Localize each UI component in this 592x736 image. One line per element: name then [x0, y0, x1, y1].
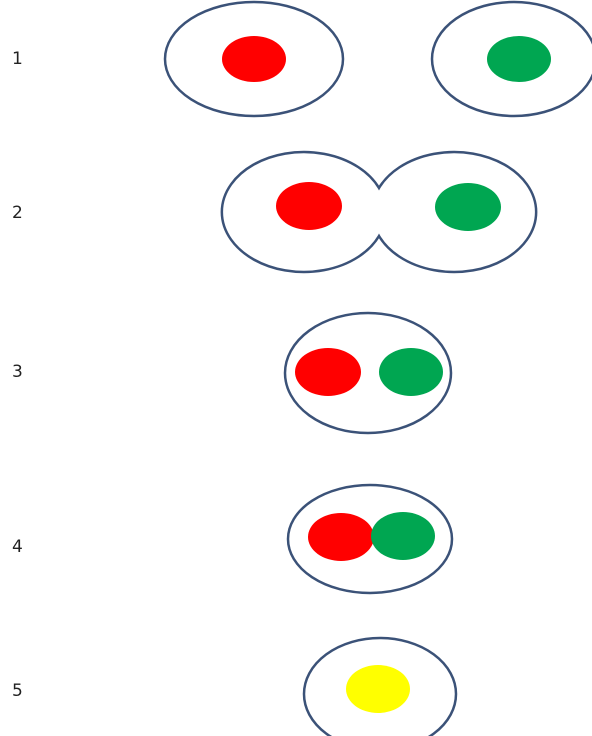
- step-5: 5: [12, 636, 458, 736]
- green-nucleus: [371, 512, 435, 560]
- step-label-5: 5: [12, 681, 23, 701]
- step-label-3: 3: [12, 362, 23, 382]
- green-nucleus: [379, 348, 443, 396]
- red-nucleus: [222, 36, 286, 82]
- step-label-2: 2: [12, 203, 23, 223]
- green-nucleus: [435, 183, 501, 231]
- red-nucleus: [308, 513, 374, 561]
- fusing-cells-outline: [220, 150, 538, 274]
- yellow-nucleus: [346, 665, 410, 713]
- green-nucleus: [487, 36, 551, 82]
- step-label-1: 1: [12, 49, 23, 69]
- step-label-4: 4: [12, 537, 23, 557]
- step-2: 2: [12, 150, 538, 274]
- step-3: 3: [12, 311, 453, 435]
- red-nucleus: [295, 348, 361, 396]
- step-4: 4: [12, 483, 454, 595]
- fused-cell-outline: [283, 311, 453, 435]
- red-nucleus: [276, 182, 342, 230]
- step-1: 1: [12, 0, 592, 118]
